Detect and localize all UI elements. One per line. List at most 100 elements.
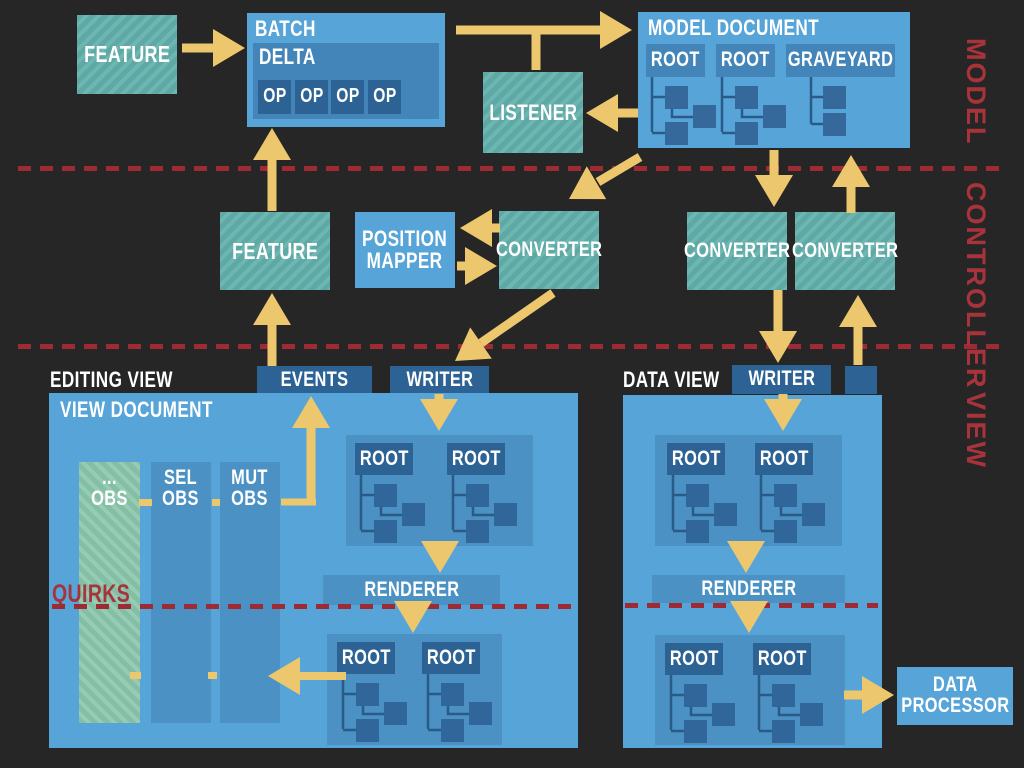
node-tree — [650, 77, 718, 146]
converter-box: CONVERTER — [791, 212, 899, 290]
root-label-box: ROOT — [753, 643, 811, 675]
node-tree — [359, 475, 427, 544]
feature-label: FEATURE — [231, 237, 319, 264]
position-mapper-label: POSITION MAPPER — [362, 226, 448, 273]
data-processor-label: DATA PROCESSOR — [900, 673, 1010, 717]
node-tree — [669, 675, 737, 744]
arrow-model-document-to-converter2 — [755, 150, 793, 207]
node-tree — [809, 77, 848, 137]
other-observers-column: ... OBS — [79, 462, 140, 723]
data-view-box: ROOT ROOT RENDERER ROOT ROOT — [623, 395, 882, 748]
view-layer-label: VIEW — [961, 392, 991, 470]
selection-observer-column: SEL OBS — [151, 462, 211, 723]
quirks-separator-data — [625, 603, 878, 608]
node-tree — [759, 475, 827, 544]
delta-title: DELTA — [259, 44, 316, 69]
model-root-label: ROOT — [646, 44, 705, 77]
converter-box: CONVERTER — [495, 211, 603, 289]
batch-title: BATCH — [255, 16, 316, 41]
node-tree — [671, 475, 739, 544]
root-label-box: ROOT — [355, 443, 413, 475]
root-label-box: ROOT — [665, 643, 723, 675]
sel-obs-label: SEL OBS — [162, 466, 200, 510]
mutation-observer-column: MUT OBS — [220, 462, 280, 723]
model-root-label: ROOT — [716, 44, 775, 77]
converter-label: CONVERTER — [495, 237, 603, 261]
root-label: ROOT — [451, 446, 501, 470]
root-label-box: ROOT — [755, 443, 813, 475]
node-tree — [757, 675, 825, 744]
op-label: OP — [262, 85, 287, 108]
feature-label: FEATURE — [83, 41, 171, 68]
root-label-box: ROOT — [422, 642, 480, 674]
root-label-box: ROOT — [667, 443, 725, 475]
arrow-position-mapper-to-converter1 — [457, 247, 497, 285]
mut-obs-label: MUT OBS — [231, 466, 269, 510]
op-label: OP — [299, 85, 324, 108]
editing-roots-top-panel: ROOT ROOT — [346, 435, 533, 546]
renderer-label: RENDERER — [700, 576, 797, 600]
other-obs-label: ... OBS — [91, 466, 128, 510]
delta-box: DELTA OP OP OP OP — [253, 43, 439, 119]
arrow-model-document-to-converter1 — [569, 153, 643, 200]
batch-box: BATCH DELTA OP OP OP OP — [247, 13, 445, 127]
renderer-box-data: RENDERER — [652, 575, 845, 603]
data-view-small-box — [845, 366, 877, 394]
data-roots-bottom-panel: ROOT ROOT — [655, 635, 845, 745]
feature-box-model: FEATURE — [77, 15, 177, 94]
data-view-label: DATA VIEW — [623, 367, 747, 393]
arrow-converter1-to-position-mapper — [460, 209, 500, 247]
position-mapper-box: POSITION MAPPER — [355, 212, 455, 288]
op-box: OP — [258, 80, 291, 114]
data-roots-top-panel: ROOT ROOT — [655, 435, 842, 546]
op-box: OP — [368, 80, 401, 114]
writer-label: WRITER — [406, 367, 473, 391]
graveyard-label: GRAVEYARD — [786, 44, 895, 77]
root-label: ROOT — [671, 446, 721, 470]
node-tree — [451, 475, 519, 544]
op-label: OP — [335, 85, 360, 108]
feature-box-controller: FEATURE — [220, 212, 330, 290]
converter-label: CONVERTER — [791, 238, 899, 262]
root-label: ROOT — [359, 446, 409, 470]
arrow-batch-to-model-document — [456, 11, 632, 49]
model-layer-label: MODEL — [961, 38, 991, 146]
root-label: ROOT — [426, 645, 476, 669]
writer-box-data: WRITER — [732, 365, 831, 394]
root-label: ROOT — [341, 645, 391, 669]
arrow-events-to-feature — [253, 293, 291, 366]
events-label: EVENTS — [280, 367, 349, 391]
controller-view-separator — [18, 344, 1006, 349]
arrow-converter2-to-data-writer — [759, 290, 797, 363]
node-tree — [341, 674, 409, 743]
node-tree — [720, 77, 788, 146]
renderer-label: RENDERER — [363, 577, 460, 601]
root-label: ROOT — [757, 646, 807, 670]
quirks-separator-editing — [52, 604, 576, 609]
node-tree — [426, 674, 494, 743]
root-label: ROOT — [759, 446, 809, 470]
converter-box: CONVERTER — [684, 212, 790, 290]
editing-roots-bottom-panel: ROOT ROOT — [327, 634, 502, 745]
quirks-text: QUIRKS — [52, 580, 131, 608]
editing-view-text: EDITING VIEW — [50, 367, 173, 392]
model-controller-separator — [18, 166, 1006, 171]
listener-label: LISTENER — [489, 99, 577, 125]
quirks-label: QUIRKS — [52, 580, 152, 609]
renderer-box-editing: RENDERER — [323, 575, 500, 605]
editing-view-label: EDITING VIEW — [50, 367, 208, 393]
view-document-title: VIEW DOCUMENT — [60, 397, 213, 422]
data-processor-box: DATA PROCESSOR — [897, 667, 1013, 725]
root-label-box: ROOT — [447, 443, 505, 475]
model-document-title: MODEL DOCUMENT — [648, 15, 820, 40]
listener-box: LISTENER — [483, 72, 583, 153]
arrow-data-view-to-converter3 — [839, 295, 877, 365]
op-label: OP — [372, 85, 397, 108]
arrow-model-document-to-listener — [586, 94, 638, 132]
op-box: OP — [331, 80, 364, 114]
root-label: ROOT — [721, 48, 770, 72]
events-box: EVENTS — [257, 366, 372, 394]
view-document-box: VIEW DOCUMENT ... OBS SEL OBS MUT OBS RO… — [49, 393, 578, 748]
arrow-converter1-to-editing-writer — [455, 289, 556, 361]
